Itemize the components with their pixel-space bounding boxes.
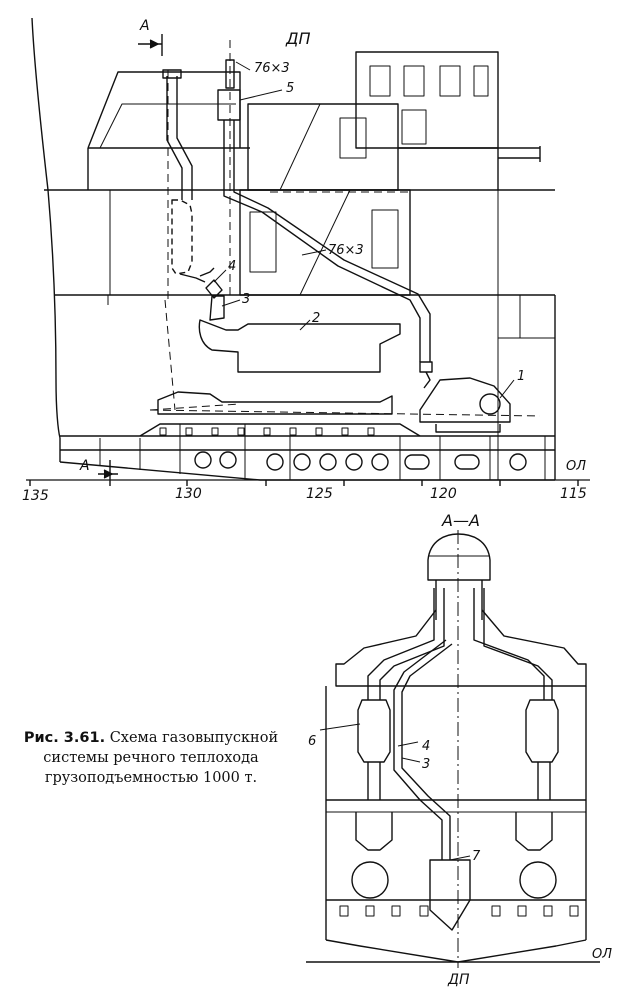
section-callout-4: 4: [422, 739, 430, 754]
side-view-exhaust-pipe-main: [217, 59, 433, 389]
side-view-superstructure: [87, 51, 555, 480]
figure-caption-text: Схема газовыпускной системы речного тепл…: [43, 730, 279, 786]
section-view-callout-leaders: [319, 723, 471, 861]
baseline-label-section: ОЛ: [592, 947, 612, 962]
centerline-label-side: ДП: [285, 29, 311, 48]
side-view-section-markers: [98, 34, 163, 480]
section-marker-bottom: А: [79, 458, 90, 474]
section-callout-6: 6: [308, 734, 316, 749]
section-view-exhaust-pipes: [367, 588, 553, 860]
side-view-exhaust-pipe-aft: [162, 69, 215, 283]
callout-3: 3: [242, 292, 250, 307]
side-view-frame-scale: [26, 479, 590, 486]
figure-label: Рис. 3.61.: [23, 730, 106, 746]
figure-caption: Рис. 3.61. Схема газовыпускной системы р…: [22, 728, 280, 788]
callout-1: 1: [517, 369, 525, 384]
side-view-hidden-lines: [149, 40, 541, 417]
section-callout-7: 7: [472, 849, 481, 864]
callout-2: 2: [312, 311, 320, 326]
section-view-hull: [306, 533, 600, 963]
section-view-engines: [351, 812, 557, 931]
side-view-engine: [157, 279, 511, 433]
section-title: А—А: [441, 511, 480, 530]
frame-115: 115: [560, 486, 587, 502]
side-view-labels: А А ДП 76×3 76×3 1 2 3 4 5 ОЛ 135 130 12…: [22, 18, 587, 504]
frame-125: 125: [306, 486, 333, 502]
centerline-label-section: ДП: [447, 972, 470, 988]
frame-120: 120: [430, 486, 457, 502]
frame-135: 135: [22, 488, 49, 504]
pipe-size-upper: 76×3: [254, 61, 290, 76]
section-callout-3: 3: [422, 757, 430, 772]
side-view-callout-leaders: [213, 61, 515, 399]
callout-4: 4: [228, 259, 236, 274]
callout-5: 5: [286, 81, 294, 96]
pipe-size-middle: 76×3: [328, 243, 364, 258]
section-view-labels: А—А 6 4 3 7 ОЛ ДП: [308, 511, 612, 988]
section-marker-top: А: [139, 18, 150, 34]
frame-130: 130: [175, 486, 202, 502]
baseline-label-side: ОЛ: [566, 459, 586, 474]
